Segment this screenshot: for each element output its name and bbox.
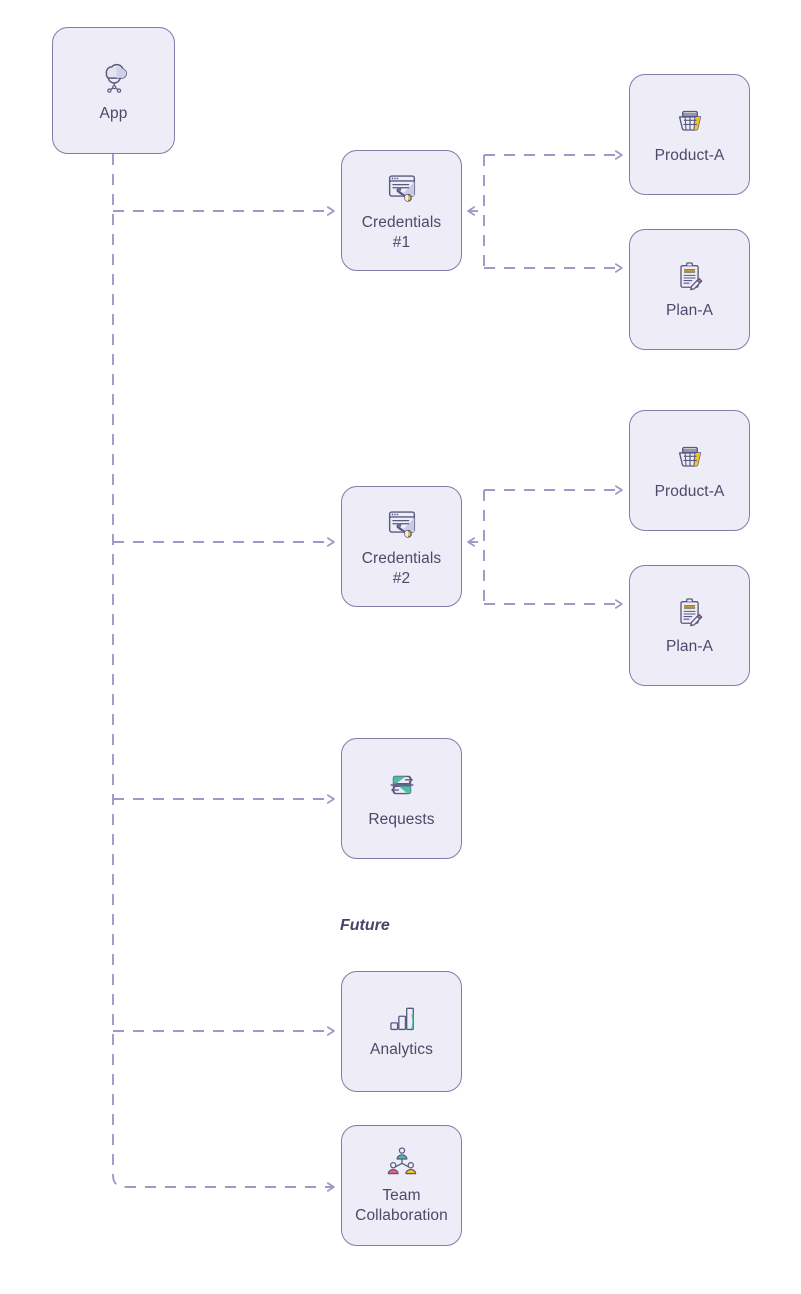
node-label: Plan-A	[665, 638, 714, 656]
node-team-collaboration[interactable]: Team Collaboration	[341, 1125, 462, 1246]
node-app[interactable]: App	[52, 27, 175, 154]
node-credentials-1[interactable]: Credentials #1	[341, 150, 462, 271]
section-label-future: Future	[340, 917, 390, 934]
node-label: Analytics	[370, 1041, 433, 1059]
shopping-basket-icon	[672, 439, 708, 475]
node-label: Product-A	[654, 147, 725, 165]
node-product-a-2[interactable]: Product-A	[629, 410, 750, 531]
node-credentials-2[interactable]: Credentials #2	[341, 486, 462, 607]
org-chart-people-icon	[384, 1145, 420, 1179]
browser-key-icon	[383, 168, 421, 206]
browser-key-icon	[383, 504, 421, 542]
node-label: Credentials #2	[361, 550, 442, 587]
node-label: Credentials #1	[361, 214, 442, 251]
node-plan-a-2[interactable]: Plan-A	[629, 565, 750, 686]
node-analytics[interactable]: Analytics	[341, 971, 462, 1092]
clipboard-pencil-icon	[672, 258, 708, 294]
sync-exchange-icon	[384, 767, 420, 803]
clipboard-pencil-icon	[672, 594, 708, 630]
bar-chart-icon	[384, 1003, 420, 1033]
node-label: Team Collaboration	[355, 1187, 448, 1224]
node-label: Product-A	[654, 483, 725, 501]
node-label: Plan-A	[665, 302, 714, 320]
edge-app-trunk	[112, 154, 126, 1188]
node-product-a-1[interactable]: Product-A	[629, 74, 750, 195]
shopping-basket-icon	[672, 103, 708, 139]
node-requests[interactable]: Requests	[341, 738, 462, 859]
cloud-network-icon	[94, 57, 134, 97]
node-plan-a-1[interactable]: Plan-A	[629, 229, 750, 350]
node-label: Requests	[368, 811, 435, 829]
node-label: App	[99, 105, 128, 123]
